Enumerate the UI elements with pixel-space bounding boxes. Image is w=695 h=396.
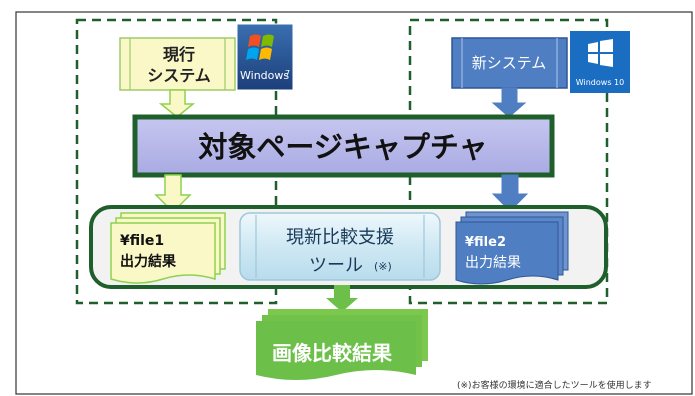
windows7-logo-text: Windows — [240, 69, 289, 82]
windows10-logo-text: Windows 10 — [576, 78, 624, 87]
windows7-logo-version: 7 — [285, 69, 290, 78]
windows7-logo: Windows 7 — [236, 23, 294, 91]
current-system-label-line1: 現行 — [163, 45, 195, 64]
tool-label-line1: 現新比較支援 — [286, 227, 394, 248]
current-system-label-line2: システム — [147, 66, 211, 85]
windows10-logo: Windows 10 — [570, 31, 630, 93]
comparison-tool-box: 現新比較支援 ツール (※) — [239, 212, 441, 281]
capture-to-file2-arrow — [491, 174, 529, 212]
windows10-flag-icon — [588, 39, 613, 67]
file2-document-stack: ¥file2 出力結果 — [455, 211, 569, 285]
current-system-box: 現行 システム — [119, 37, 236, 91]
file1-document-stack: ¥file1 出力結果 — [110, 212, 226, 284]
windows-flag-icon — [246, 34, 274, 60]
capture-label: 対象ページキャプチャ — [198, 130, 487, 164]
file2-label-line1: ¥file2 — [465, 235, 506, 250]
tool-label-note: (※) — [374, 260, 392, 273]
file1-label-line2: 出力結果 — [120, 253, 177, 270]
capture-box: 対象ページキャプチャ — [132, 114, 555, 178]
tool-to-result-arrow — [326, 285, 358, 312]
result-label: 画像比較結果 — [272, 341, 392, 365]
file2-label-line2: 出力結果 — [465, 255, 521, 271]
capture-to-file1-arrow — [154, 174, 192, 214]
file1-label-line1: ¥file1 — [120, 233, 164, 249]
new-system-box: 新システム — [451, 37, 568, 89]
footnote: (※)お客様の環境に適合したツールを使用します — [457, 379, 652, 391]
new-to-capture-arrow — [491, 87, 527, 118]
tool-label-line2: ツール — [309, 255, 363, 276]
result-document-stack: 画像比較結果 — [256, 309, 428, 380]
current-to-capture-arrow — [158, 89, 196, 118]
new-system-label: 新システム — [472, 54, 547, 72]
